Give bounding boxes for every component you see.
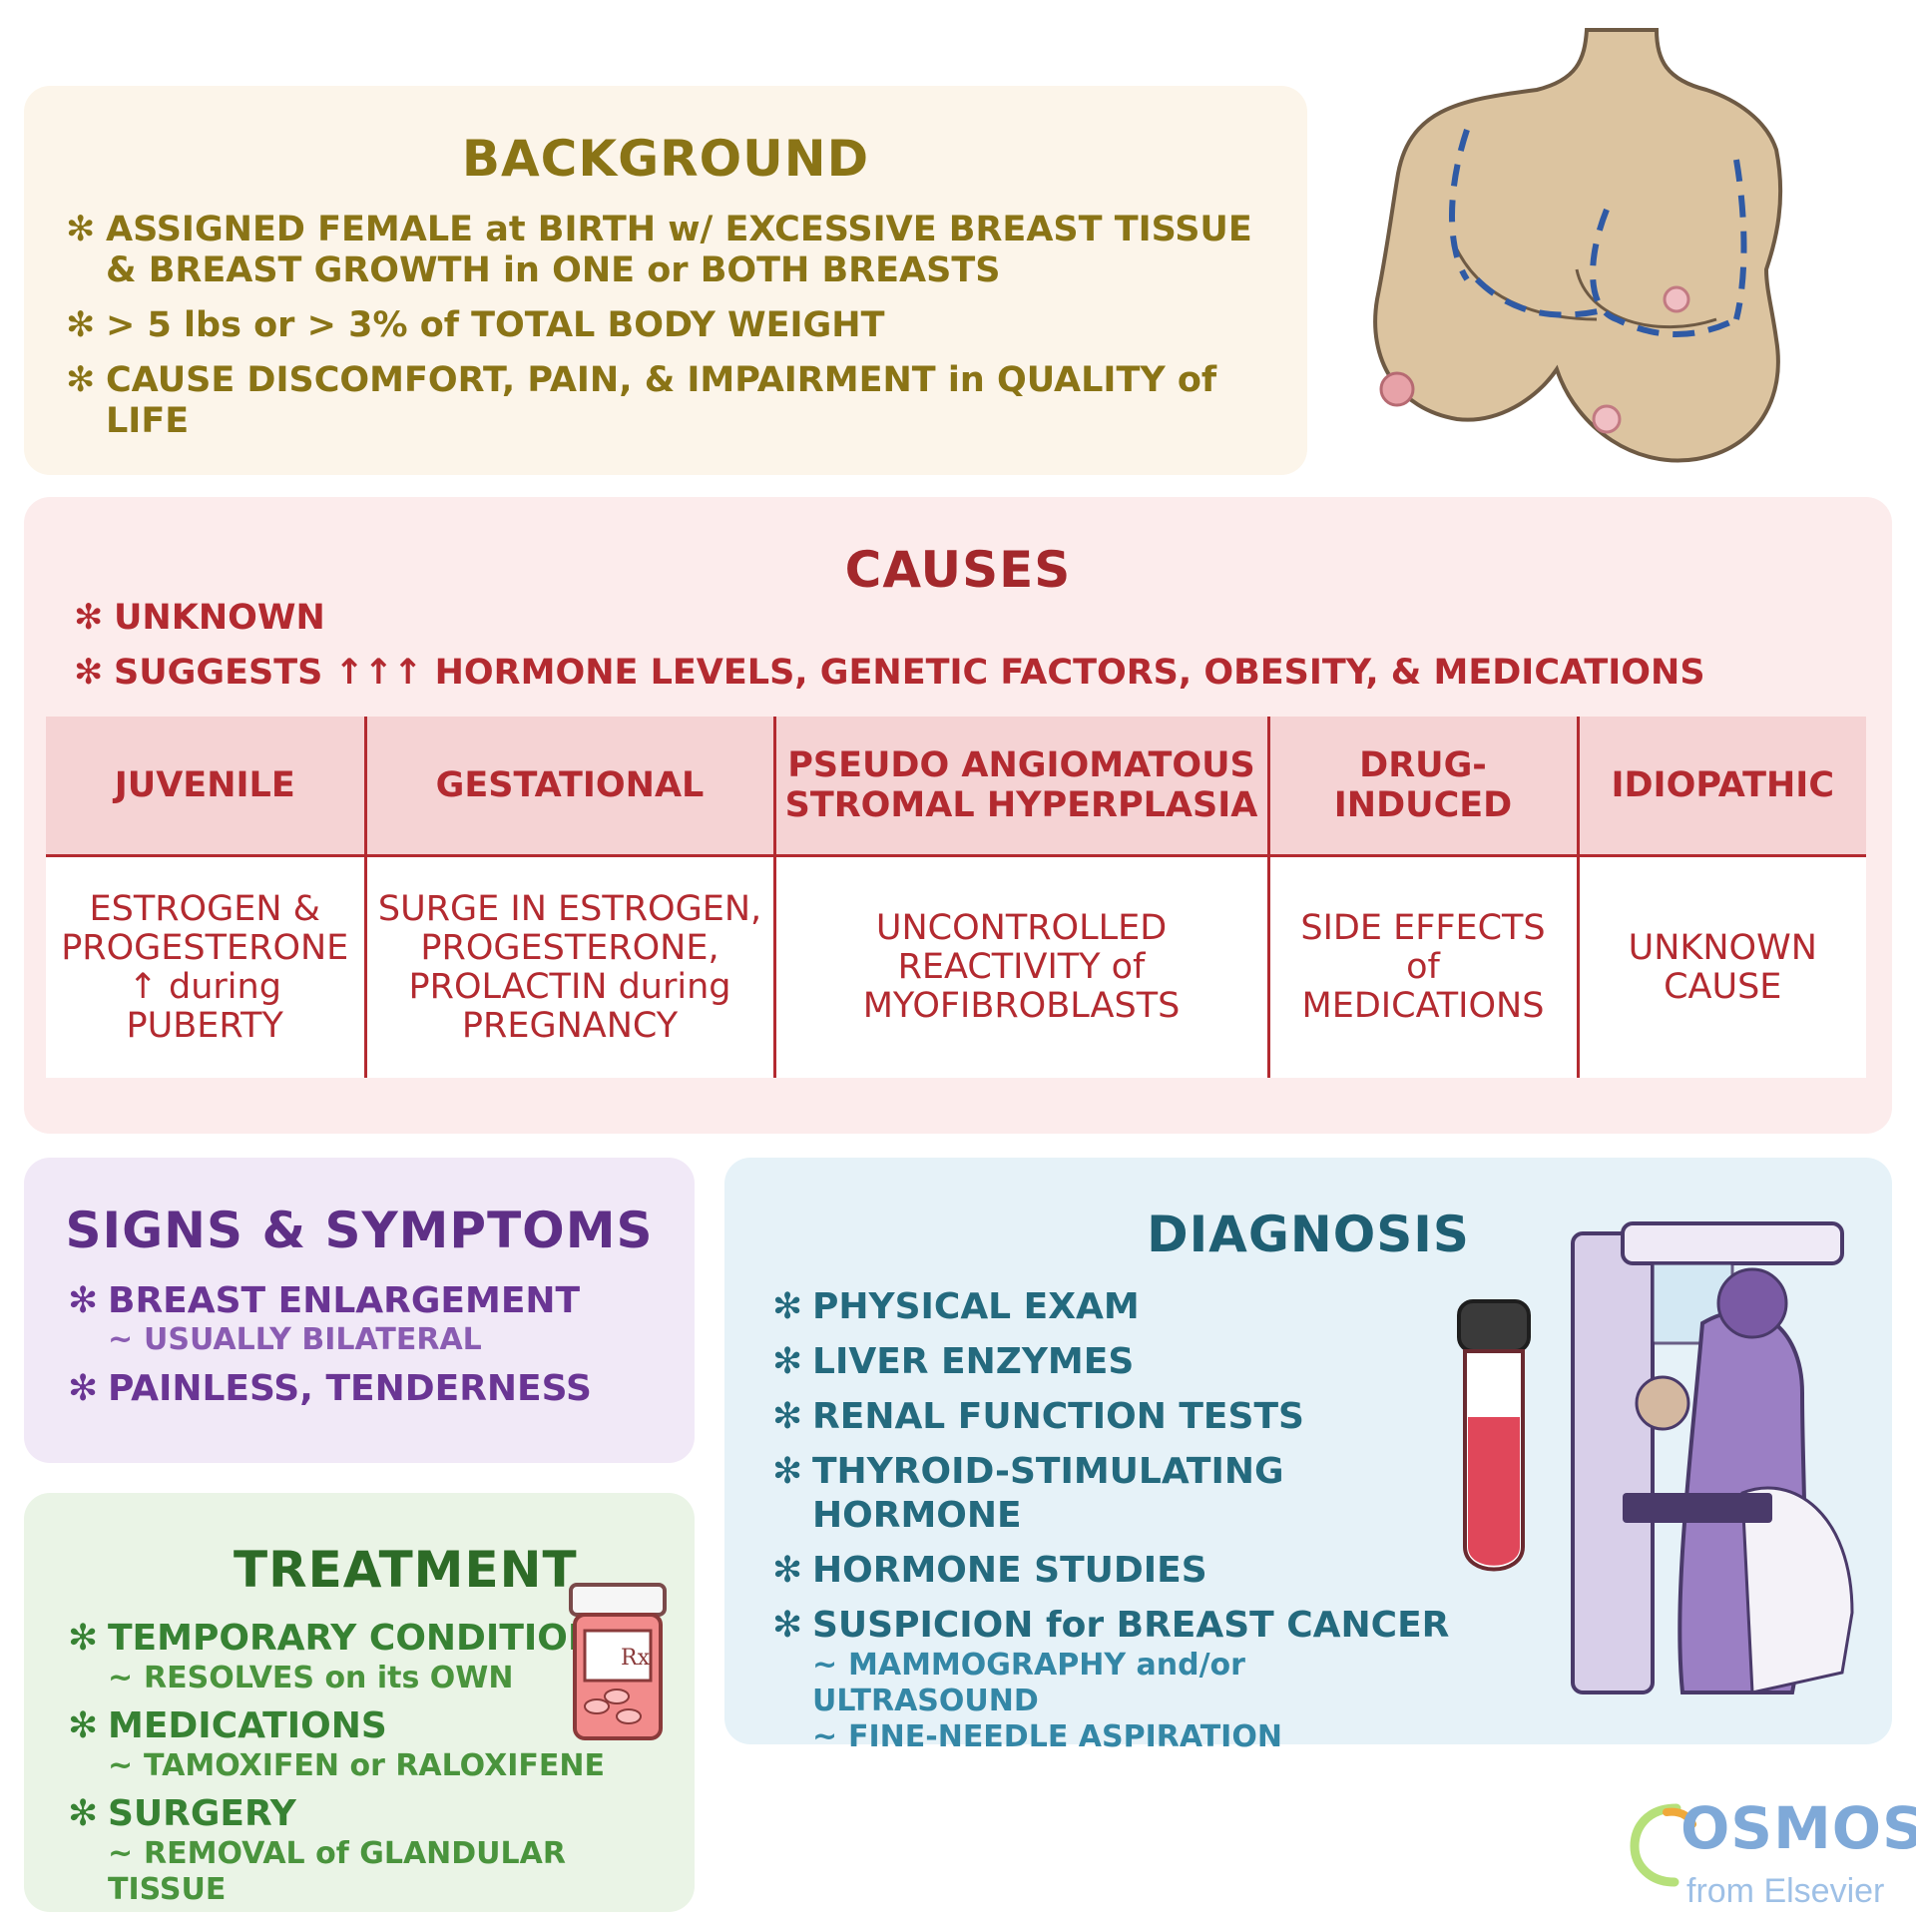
treatment-list: ✻TEMPORARY CONDITION ~RESOLVES on its OW…	[68, 1617, 687, 1916]
tilde-icon: ~	[108, 1661, 134, 1695]
table-row: ESTROGEN & PROGESTERONE ↑ during PUBERTY…	[46, 855, 1866, 1078]
logo-arc-icon	[1630, 1803, 1696, 1887]
bullet-icon: ✻	[772, 1341, 803, 1382]
list-item: ✻ASSIGNED FEMALE at BIRTH w/ EXCESSIVE B…	[66, 210, 1252, 290]
sub-item: ~TAMOXIFEN or RALOXIFENE	[108, 1748, 605, 1783]
bullet-icon: ✻	[68, 1368, 99, 1409]
bullet-icon: ✻	[772, 1451, 803, 1492]
osmosis-logo: OSMOSIS from Elsevier	[1627, 1794, 1916, 1924]
list-item: ✻MEDICATIONS ~TAMOXIFEN or RALOXIFENE	[68, 1704, 687, 1784]
table-header: GESTATIONAL	[363, 717, 774, 857]
diagnosis-panel: DIAGNOSIS ✻PHYSICAL EXAM ✻LIVER ENZYMES …	[724, 1158, 1892, 1754]
tilde-icon: ~	[108, 1748, 134, 1783]
bullet-icon: ✻	[772, 1550, 803, 1591]
table-header: DRUG-INDUCED	[1266, 717, 1578, 857]
bullet-icon: ✻	[68, 1705, 99, 1746]
table-cell: SURGE IN ESTROGEN, PROGESTERONE, PROLACT…	[363, 855, 774, 1078]
diagnosis-list: ✻PHYSICAL EXAM ✻LIVER ENZYMES ✻RENAL FUN…	[772, 1285, 1471, 1766]
treatment-title: TREATMENT	[234, 1541, 578, 1599]
bullet-icon: ✻	[772, 1605, 803, 1646]
tilde-icon: ~	[812, 1648, 838, 1683]
table-cell: UNKNOWN CAUSE	[1576, 855, 1866, 1078]
blood-tube-illustration	[1457, 1299, 1531, 1572]
list-item: ✻PAINLESS, TENDERNESS	[68, 1368, 592, 1409]
bullet-icon: ✻	[66, 210, 96, 249]
table-header: IDIOPATHIC	[1576, 717, 1866, 857]
list-item: ✻PHYSICAL EXAM	[772, 1286, 1140, 1327]
table-cell: ESTROGEN & PROGESTERONE ↑ during PUBERTY	[46, 855, 365, 1078]
logo-brand: OSMOSIS	[1680, 1794, 1916, 1862]
bullet-icon: ✻	[66, 360, 96, 400]
bullet-icon: ✻	[68, 1618, 99, 1659]
list-item: ✻SURGERY ~REMOVAL of GLANDULAR TISSUE	[68, 1792, 687, 1908]
list-item: ✻RENAL FUNCTION TESTS	[772, 1396, 1304, 1437]
bullet-icon: ✻	[74, 653, 104, 693]
sub-item: ~RESOLVES on its OWN	[108, 1661, 514, 1695]
bullet-icon: ✻	[68, 1280, 99, 1321]
table-cell: UNCONTROLLED REACTIVITY of MYOFIBROBLAST…	[772, 855, 1268, 1078]
sub-item: ~MAMMOGRAPHY and/or ULTRASOUND	[812, 1648, 1245, 1718]
bullet-icon: ✻	[772, 1396, 803, 1437]
bullet-icon: ✻	[68, 1793, 99, 1834]
tilde-icon: ~	[812, 1719, 838, 1754]
sub-item: ~REMOVAL of GLANDULAR TISSUE	[108, 1836, 566, 1907]
signs-title: SIGNS & SYMPTOMS	[65, 1202, 654, 1259]
background-title: BACKGROUND	[461, 130, 870, 188]
list-item: ✻THYROID-STIMULATING HORMONE	[772, 1451, 1284, 1536]
list-item: ✻SUSPICION for BREAST CANCER ~MAMMOGRAPH…	[772, 1604, 1471, 1755]
diagnosis-title: DIAGNOSIS	[1147, 1206, 1470, 1263]
list-item: ✻SUGGESTS ↑↑↑ HORMONE LEVELS, GENETIC FA…	[74, 646, 1830, 701]
signs-panel: SIGNS & SYMPTOMS ✻BREAST ENLARGEMENT ~US…	[24, 1158, 695, 1463]
background-list: ✻ASSIGNED FEMALE at BIRTH w/ EXCESSIVE B…	[66, 210, 1263, 456]
pill-bottle-illustration: Rx	[569, 1583, 667, 1740]
mammography-illustration	[1571, 1221, 1854, 1694]
table-header: JUVENILE	[46, 717, 365, 857]
bullet-icon: ✻	[66, 305, 96, 345]
causes-title: CAUSES	[844, 541, 1072, 599]
table-header: PSEUDO ANGIOMATOUS STROMAL HYPERPLASIA	[772, 717, 1268, 857]
bullet-icon: ✻	[772, 1286, 803, 1327]
logo-tagline: from Elsevier	[1686, 1872, 1885, 1910]
treatment-panel: TREATMENT ✻TEMPORARY CONDITION ~RESOLVES…	[24, 1493, 695, 1912]
tilde-icon: ~	[108, 1322, 134, 1357]
list-item: ✻BREAST ENLARGEMENT ~USUALLY BILATERAL	[68, 1279, 677, 1357]
sub-item: ~USUALLY BILATERAL	[108, 1322, 482, 1357]
causes-list: ✻UNKNOWN ✻SUGGESTS ↑↑↑ HORMONE LEVELS, G…	[74, 591, 1830, 701]
list-item: ✻CAUSE DISCOMFORT, PAIN, & IMPAIRMENT in…	[66, 360, 1217, 441]
table-cell: SIDE EFFECTS of MEDICATIONS	[1266, 855, 1578, 1078]
torso-illustration	[1373, 28, 1783, 463]
list-item: ✻HORMONE STUDIES	[772, 1550, 1207, 1591]
signs-list: ✻BREAST ENLARGEMENT ~USUALLY BILATERAL ✻…	[68, 1279, 677, 1421]
background-panel: BACKGROUND ✻ASSIGNED FEMALE at BIRTH w/ …	[24, 86, 1307, 475]
list-item: ✻> 5 lbs or > 3% of TOTAL BODY WEIGHT	[66, 305, 885, 345]
tilde-icon: ~	[108, 1836, 134, 1871]
list-item: ✻LIVER ENZYMES	[772, 1341, 1135, 1382]
bullet-icon: ✻	[74, 598, 104, 638]
list-item: ✻UNKNOWN	[74, 591, 1830, 646]
rx-label: Rx	[621, 1646, 651, 1671]
causes-table: JUVENILE GESTATIONAL PSEUDO ANGIOMATOUS …	[46, 717, 1866, 1078]
table-header-row: JUVENILE GESTATIONAL PSEUDO ANGIOMATOUS …	[46, 717, 1866, 857]
list-item: ✻TEMPORARY CONDITION ~RESOLVES on its OW…	[68, 1617, 687, 1696]
sub-item: ~FINE-NEEDLE ASPIRATION	[812, 1719, 1282, 1754]
causes-panel: CAUSES ✻UNKNOWN ✻SUGGESTS ↑↑↑ HORMONE LE…	[24, 497, 1892, 1134]
